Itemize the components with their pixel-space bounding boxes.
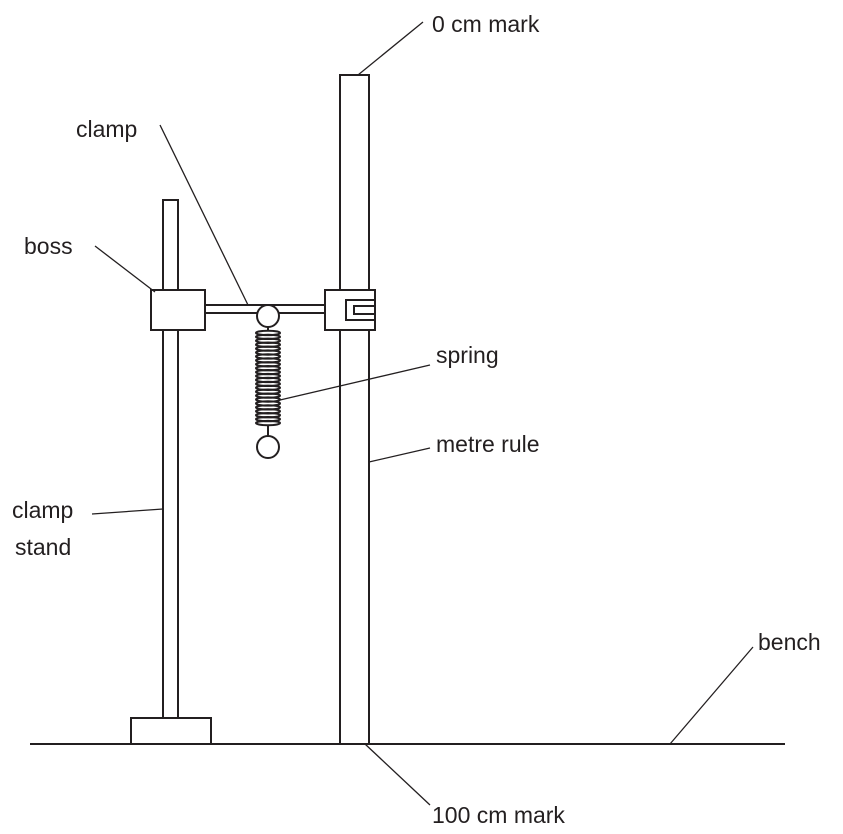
leader-spring bbox=[279, 364, 431, 401]
leader-hundred-mark bbox=[364, 743, 431, 806]
boss-block bbox=[150, 289, 206, 331]
clamp-stand-rod bbox=[162, 199, 179, 719]
label-clamp-stand-line2: stand bbox=[15, 534, 71, 560]
label-clamp-stand-line1: clamp bbox=[12, 497, 73, 523]
leader-metre-rule bbox=[368, 447, 431, 463]
spring-coils bbox=[255, 327, 281, 427]
leader-bench bbox=[669, 646, 754, 745]
label-boss: boss bbox=[24, 233, 73, 259]
label-bench: bench bbox=[758, 629, 821, 655]
leader-clamp bbox=[159, 124, 249, 306]
leader-boss bbox=[94, 245, 156, 293]
spring-bottom-loop bbox=[256, 435, 280, 459]
label-clamp: clamp bbox=[76, 116, 137, 142]
leader-zero-mark bbox=[357, 21, 424, 76]
clamp-stand-base bbox=[130, 717, 212, 745]
leader-clamp-stand bbox=[91, 508, 164, 515]
clamp-jaws bbox=[324, 289, 376, 331]
metre-rule-bar bbox=[339, 74, 370, 745]
spring-top-loop bbox=[256, 304, 280, 328]
label-hundred-mark: 100 cm mark bbox=[432, 802, 565, 828]
label-spring: spring bbox=[436, 342, 499, 368]
label-metre-rule: metre rule bbox=[436, 431, 540, 457]
label-zero-mark: 0 cm mark bbox=[432, 11, 540, 37]
